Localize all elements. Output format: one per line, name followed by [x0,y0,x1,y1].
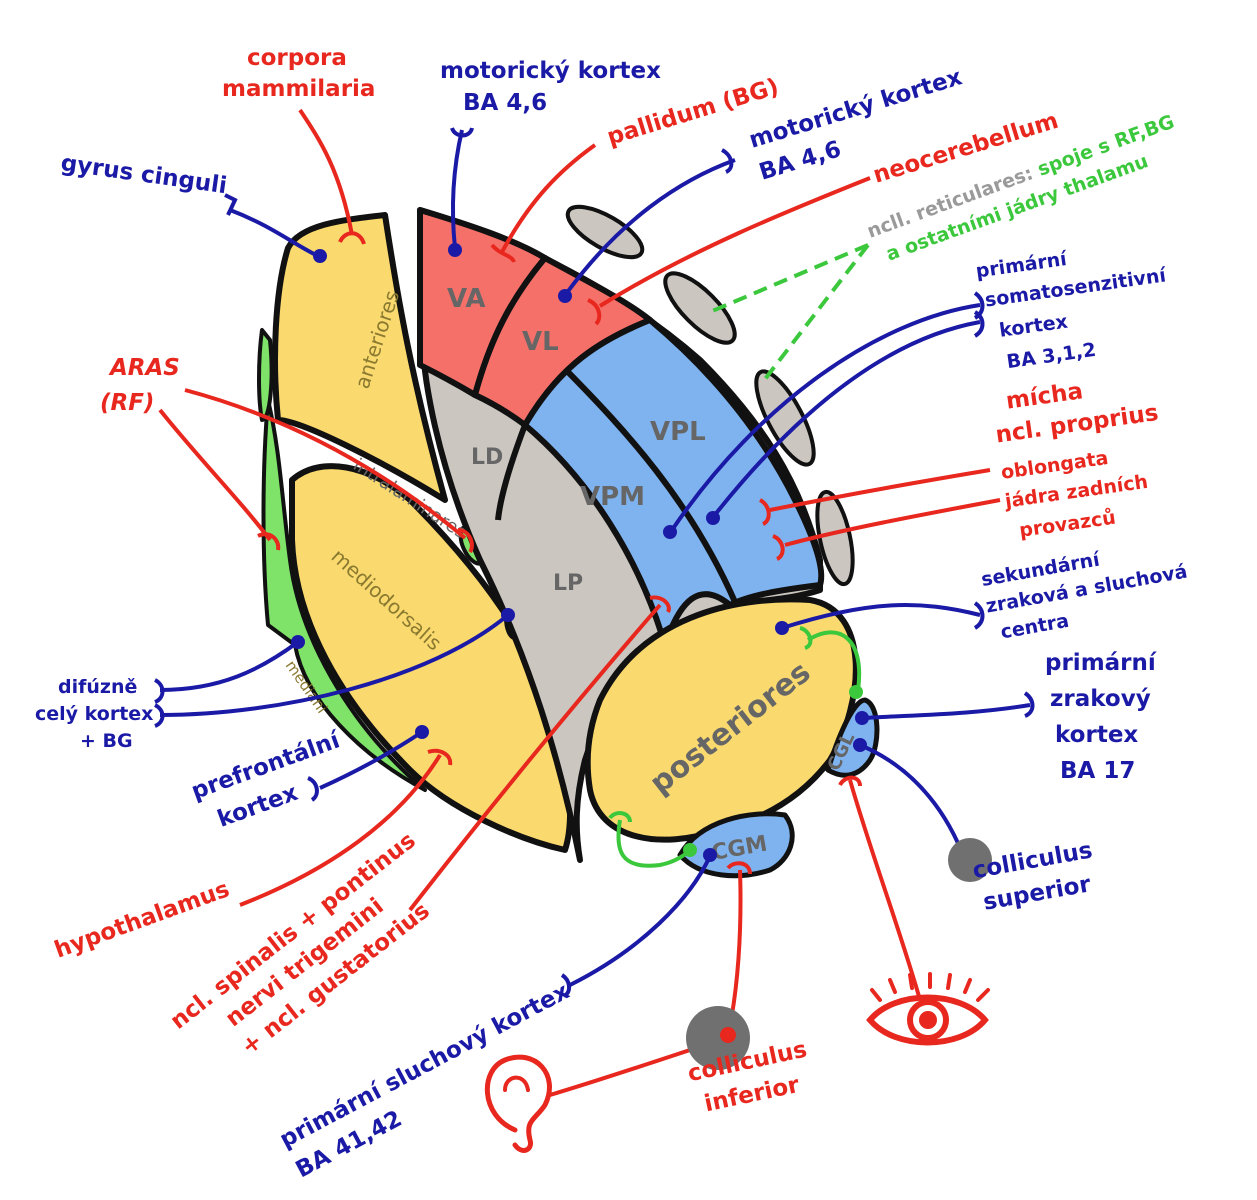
ear-icon [484,1054,552,1153]
svg-text:motorický kortex: motorický kortex [440,58,661,84]
colliculus-inferior-marker [686,1006,750,1070]
label-gyrus-cinguli: gyrus cinguli [59,150,228,199]
svg-text:difúzně: difúzně [58,676,137,698]
label-somatosenzitivni: primární somatosenzitivní kortex BA 3,1,… [974,248,1168,373]
nucleus-posteriores [584,596,859,843]
label-micha: mícha ncl. proprius [994,378,1160,448]
label-lp: LP [553,571,583,596]
label-trigeminal: ncl. spinalis + pontinus nervi trigemini… [166,828,435,1061]
label-hypothalamus: hypothalamus [51,876,233,963]
svg-text:BA 3,1,2: BA 3,1,2 [1005,339,1097,373]
label-aras: ARAS (RF) [100,355,180,416]
svg-text:mammilaria: mammilaria [222,76,375,102]
label-colliculus-superior: colliculus superior [971,837,1095,915]
svg-text:kortex: kortex [998,311,1069,342]
connections [153,108,1035,1097]
nucleus-mediani [261,398,427,792]
eye-icon [866,972,990,1046]
label-oblongata: oblongata jádra zadních provazců [1000,447,1150,542]
svg-text:kortex: kortex [1055,722,1138,748]
label-ld: LD [471,445,503,470]
label-corpora-mammilaria: corpora mammilaria [222,45,375,102]
nucleus-anteriores [272,212,448,503]
svg-text:provazců: provazců [1018,506,1117,542]
colliculus-superior-marker [948,838,992,882]
label-difuzne: difúzně celý kortex + BG [35,676,153,752]
label-vpl: VPL [650,417,706,447]
svg-text:primární: primární [974,248,1069,283]
svg-text:primární: primární [1045,650,1157,676]
label-va: VA [447,284,485,314]
label-sluchovy-kortex: primární sluchový kortex BA 41,42 [276,978,574,1183]
svg-text:BA 17: BA 17 [1060,758,1135,784]
svg-text:BA 4,6: BA 4,6 [463,90,547,116]
label-zrakovy-kortex: primární zrakový kortex BA 17 [1045,650,1157,784]
svg-text:centra: centra [999,610,1071,644]
svg-text:celý kortex: celý kortex [35,703,153,725]
svg-text:+ BG: + BG [80,730,133,752]
label-vpm: VPM [580,482,645,512]
label-vl: VL [522,327,559,357]
svg-text:mícha: mícha [1004,378,1084,415]
svg-text:zrakový: zrakový [1050,686,1151,712]
svg-text:(RF): (RF) [100,390,154,416]
svg-text:corpora: corpora [247,45,347,71]
label-sekundarni: sekundární zraková a sluchová centra [980,548,1190,644]
svg-text:ARAS: ARAS [108,355,180,381]
svg-text:motorický kortex: motorický kortex [746,64,965,154]
reticular-nuclei [565,204,855,587]
label-motoricky-kortex-1: motorický kortex BA 4,6 [440,58,661,116]
